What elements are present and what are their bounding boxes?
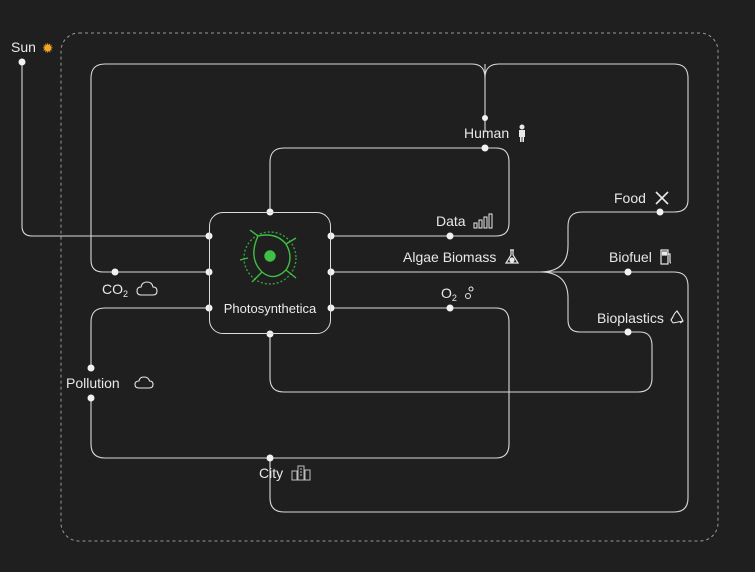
co2-subscript: 2 bbox=[123, 289, 129, 300]
dot-data bbox=[446, 232, 454, 240]
algae-network-logo bbox=[239, 229, 297, 285]
pollution-city-connector bbox=[90, 398, 270, 459]
pollution-node[interactable]: Pollution bbox=[66, 375, 154, 393]
dot-city bbox=[266, 454, 274, 462]
o2-node[interactable]: O2 bbox=[441, 285, 475, 303]
human-label: Human bbox=[464, 125, 510, 142]
o2-connector bbox=[270, 307, 510, 459]
fork-knife-icon bbox=[654, 190, 670, 209]
logo-branch bbox=[239, 229, 297, 283]
flask-icon bbox=[504, 249, 520, 268]
o2-subscript: 2 bbox=[451, 293, 457, 303]
dot-co2 bbox=[111, 268, 119, 276]
hub-title: Photosynthetica bbox=[223, 301, 317, 316]
dot-o2 bbox=[446, 304, 454, 312]
human-connector bbox=[269, 147, 510, 237]
co2-outer-loop bbox=[90, 63, 486, 273]
dot-sun bbox=[18, 58, 26, 66]
dot-food bbox=[656, 208, 664, 216]
dot-human bbox=[481, 144, 489, 152]
food-node[interactable]: Food bbox=[614, 190, 670, 209]
co2-label: CO bbox=[102, 281, 123, 298]
logo-ring bbox=[243, 231, 297, 285]
sun-icon: ✹ bbox=[41, 40, 54, 57]
bioplastics-branch bbox=[539, 271, 628, 333]
sun-connector bbox=[21, 62, 209, 237]
co2-node[interactable]: CO2 bbox=[102, 281, 158, 300]
biofuel-label: Biofuel bbox=[609, 249, 652, 266]
sun-label: Sun bbox=[11, 39, 36, 55]
data-label: Data bbox=[436, 213, 466, 230]
bioplastics-label: Bioplastics bbox=[597, 310, 664, 327]
co2-cloud-icon bbox=[136, 281, 158, 300]
algae-biomass-label: Algae Biomass bbox=[403, 249, 497, 266]
center-hub[interactable]: Photosynthetica bbox=[209, 212, 331, 334]
bioplastics-loop bbox=[269, 331, 653, 393]
junction-dots bbox=[18, 58, 664, 462]
dot-hub-right-3 bbox=[327, 304, 335, 312]
city-label: City bbox=[259, 465, 284, 482]
food-branch bbox=[539, 211, 660, 273]
logo-node bbox=[264, 250, 276, 262]
buildings-icon bbox=[291, 465, 311, 484]
sun-node[interactable]: Sun ✹ bbox=[11, 39, 54, 56]
system-boundary bbox=[60, 32, 719, 542]
pollution-label: Pollution bbox=[66, 375, 120, 391]
dot-human-top bbox=[482, 115, 488, 121]
city-biofuel-loop bbox=[269, 271, 689, 513]
food-label: Food bbox=[614, 190, 646, 207]
person-icon bbox=[517, 124, 527, 145]
dot-hub-right-2 bbox=[327, 268, 335, 276]
dot-bioplastics bbox=[624, 328, 632, 336]
recycle-icon bbox=[669, 310, 685, 329]
biofuel-node[interactable]: Biofuel bbox=[609, 249, 672, 268]
human-node[interactable]: Human bbox=[464, 124, 527, 145]
bioplastics-node[interactable]: Bioplastics bbox=[597, 310, 685, 329]
data-node[interactable]: Data bbox=[436, 213, 493, 232]
human-right-loop bbox=[484, 63, 689, 213]
algae-biomass-node[interactable]: Algae Biomass bbox=[403, 249, 520, 268]
cloud-icon bbox=[134, 376, 154, 393]
city-node[interactable]: City bbox=[259, 465, 311, 484]
dot-pollution-top bbox=[87, 364, 95, 372]
connector-lines bbox=[21, 62, 689, 513]
dot-biofuel bbox=[624, 268, 632, 276]
dot-hub-right-1 bbox=[327, 232, 335, 240]
fuel-pump-icon bbox=[660, 249, 672, 268]
pollution-connector bbox=[90, 307, 209, 368]
dot-pollution-bottom bbox=[87, 394, 95, 402]
bubbles-icon bbox=[464, 286, 475, 303]
bar-chart-icon bbox=[473, 213, 493, 232]
o2-label: O bbox=[441, 285, 452, 301]
dot-hub-bottom bbox=[266, 330, 274, 338]
